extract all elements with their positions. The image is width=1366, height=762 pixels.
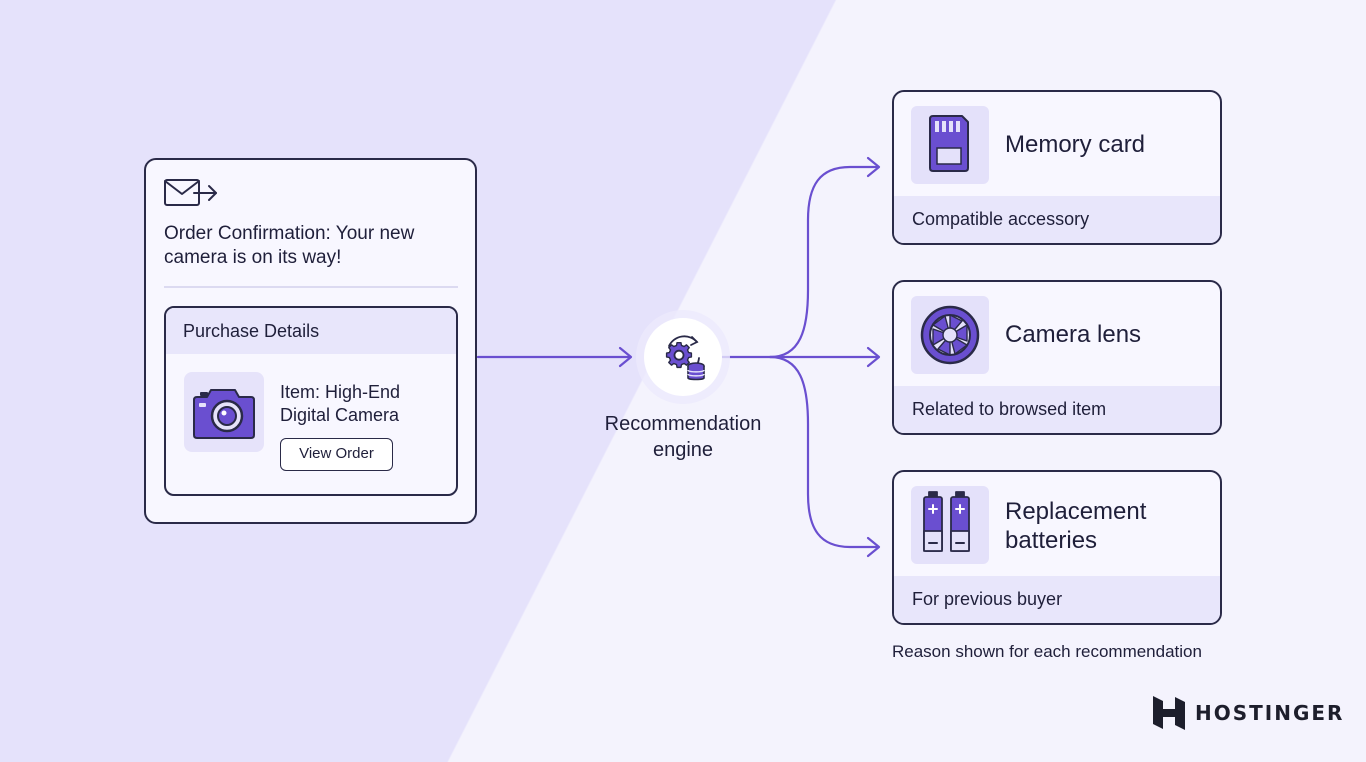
email-to-engine-arrowhead xyxy=(618,346,633,368)
camera-lens-tile xyxy=(911,296,989,374)
purchase-details-header: Purchase Details xyxy=(166,308,456,354)
recommendation-title: Camera lens xyxy=(1005,321,1142,348)
memory-card-tile xyxy=(911,106,989,184)
batteries-icon xyxy=(923,491,970,552)
recommendation-card-camera-lens[interactable]: Camera lens Related to browsed item xyxy=(892,280,1222,435)
hostinger-brand[interactable]: HOSTINGER xyxy=(1150,694,1342,732)
item-name: Item: High-End Digital Camera xyxy=(280,382,401,425)
hostinger-logo-icon xyxy=(1153,696,1185,730)
gear-database-icon xyxy=(665,335,705,381)
recommendation-title: Replacement batteries xyxy=(1005,498,1147,554)
engine-to-memory-card-arrow xyxy=(720,165,880,359)
recommendation-card-memory-card[interactable]: Memory card Compatible accessory xyxy=(892,90,1222,245)
camera-lens-icon xyxy=(920,305,980,365)
camera-icon xyxy=(193,389,255,439)
recommendation-engine-label: Recommendation engine xyxy=(604,413,762,461)
recommendation-title: Memory card xyxy=(1005,131,1146,158)
memory-card-icon xyxy=(929,115,969,172)
camera-lens-arrowhead xyxy=(866,346,881,368)
order-confirmation-email-card: Order Confirmation: Your new camera is o… xyxy=(144,158,477,524)
purchase-details-box: Purchase Details Item: High-End Digital … xyxy=(164,306,458,496)
recommendation-footnote: Reason shown for each recommendation xyxy=(892,642,1202,661)
brand-name: HOSTINGER xyxy=(1195,701,1345,725)
recommendation-reason: Compatible accessory xyxy=(894,196,1220,243)
view-order-button[interactable]: View Order xyxy=(280,438,393,471)
email-subject: Order Confirmation: Your new camera is o… xyxy=(164,223,415,268)
product-image xyxy=(184,372,264,452)
recommendation-card-replacement-batteries[interactable]: Replacement batteries For previous buyer xyxy=(892,470,1222,625)
recommendation-reason: For previous buyer xyxy=(894,576,1220,623)
recommendation-engine-node xyxy=(644,318,722,396)
recommendation-reason: Related to browsed item xyxy=(894,386,1220,433)
engine-to-batteries-arrow xyxy=(768,355,880,549)
batteries-tile xyxy=(911,486,989,564)
batteries-arrowhead xyxy=(866,536,881,558)
email-divider xyxy=(164,286,458,288)
memory-card-arrowhead xyxy=(866,156,881,178)
envelope-send-icon xyxy=(164,179,217,206)
